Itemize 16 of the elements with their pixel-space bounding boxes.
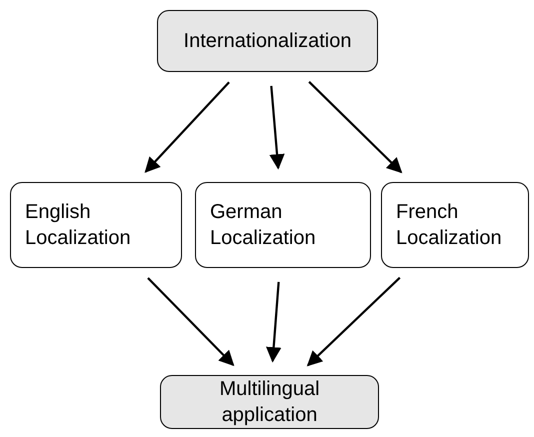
arrow <box>269 86 285 170</box>
node-label: English Localization <box>25 200 132 251</box>
arrow <box>147 277 234 366</box>
arrow <box>266 282 282 363</box>
arrow <box>308 81 402 174</box>
arrow <box>306 276 401 366</box>
result-box <box>160 375 379 429</box>
process-box <box>195 182 371 268</box>
process-box <box>381 182 529 268</box>
node-label: German Localization <box>210 200 317 251</box>
start-box <box>157 10 378 72</box>
node-label: Multilingual application <box>218 377 321 428</box>
arrow <box>144 82 230 173</box>
node-label: Internationalization <box>184 29 352 54</box>
node-label: French Localization <box>396 200 503 251</box>
process-box <box>10 182 182 268</box>
